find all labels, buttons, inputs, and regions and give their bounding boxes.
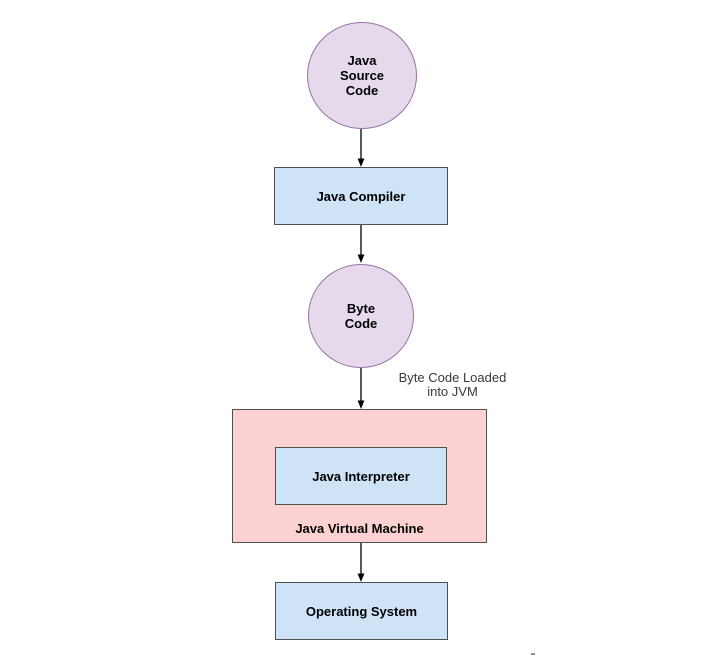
node-java-source-code: Java Source Code	[307, 22, 417, 129]
arrow-compiler-to-bytecode-icon	[357, 225, 365, 263]
node-java-interpreter: Java Interpreter	[275, 447, 447, 505]
arrow-source-to-compiler-icon	[357, 129, 365, 167]
node-java-compiler: Java Compiler	[274, 167, 448, 225]
node-java-interpreter-label: Java Interpreter	[312, 468, 410, 484]
stray-mark	[531, 653, 535, 655]
node-java-virtual-machine-label: Java Virtual Machine	[295, 521, 424, 536]
edge-label-byte-code-loaded: Byte Code Loaded into JVM	[398, 370, 507, 399]
arrow-jvm-to-os-icon	[357, 543, 365, 582]
arrow-bytecode-to-jvm-icon	[357, 368, 365, 409]
node-operating-system: Operating System	[275, 582, 448, 640]
node-java-source-code-label: Java Source Code	[339, 53, 385, 98]
node-byte-code-label: Byte Code	[344, 301, 378, 331]
node-java-compiler-label: Java Compiler	[316, 188, 406, 204]
node-operating-system-label: Operating System	[305, 603, 418, 619]
node-byte-code: Byte Code	[308, 264, 414, 368]
